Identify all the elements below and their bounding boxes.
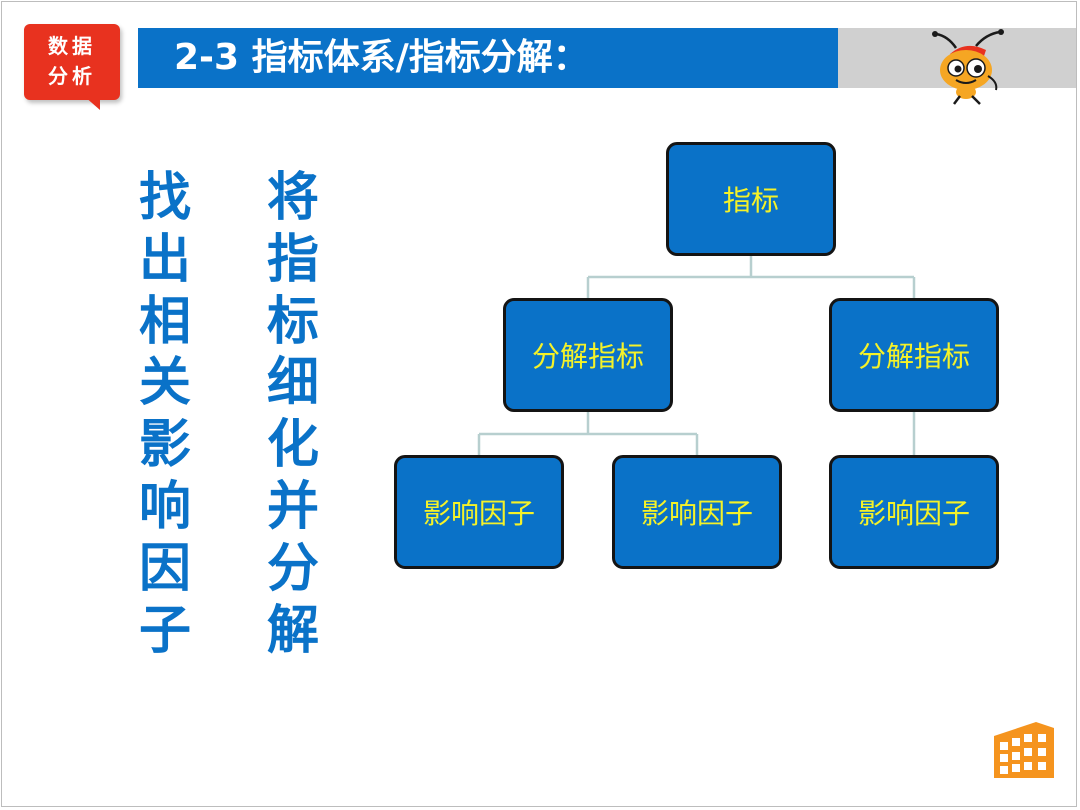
node-decomposed-indicator-left[interactable]: 分解指标 <box>503 298 673 412</box>
building-logo-icon <box>990 718 1058 780</box>
node-decomposed-indicator-right[interactable]: 分解指标 <box>829 298 999 412</box>
node-factor-3[interactable]: 影响因子 <box>829 455 999 569</box>
node-root-indicator[interactable]: 指标 <box>666 142 836 256</box>
node-factor-1[interactable]: 影响因子 <box>394 455 564 569</box>
node-factor-2[interactable]: 影响因子 <box>612 455 782 569</box>
